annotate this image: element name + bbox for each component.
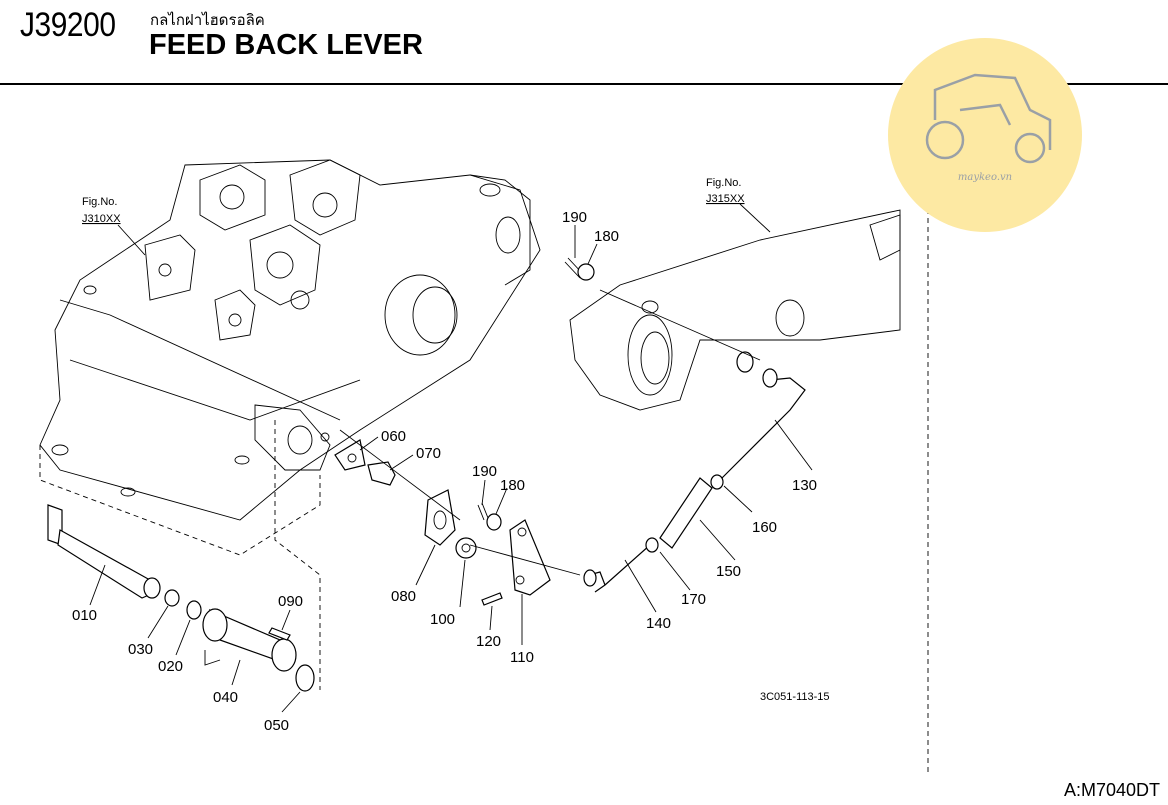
model-code: A:M7040DT bbox=[1063, 780, 1160, 800]
callout-180: 180 bbox=[500, 477, 525, 494]
callout-180-upper: 180 bbox=[594, 228, 619, 245]
plate-060 bbox=[334, 439, 366, 471]
washer-100 bbox=[455, 537, 477, 559]
header-divider bbox=[0, 83, 1168, 85]
callout-130: 130 bbox=[792, 477, 817, 494]
leader-lines bbox=[89, 203, 813, 713]
rod-130 bbox=[721, 351, 806, 479]
o-ring-020 bbox=[186, 600, 202, 620]
fig-ref-label-left: Fig.No. bbox=[82, 196, 117, 208]
callout-150: 150 bbox=[716, 563, 741, 580]
drawing-code: 3C051-113-15 bbox=[760, 691, 830, 703]
page-title: FEED BACK LEVER bbox=[149, 29, 423, 61]
bolt-070 bbox=[367, 461, 396, 486]
fig-ref-left[interactable]: J310XX bbox=[82, 213, 121, 225]
tractor-icon bbox=[925, 73, 1052, 164]
washer-180-upper bbox=[577, 263, 595, 281]
callout-190: 190 bbox=[472, 463, 497, 480]
fig-ref-label-right: Fig.No. bbox=[706, 177, 741, 189]
o-ring-050 bbox=[295, 664, 315, 692]
callout-010: 010 bbox=[72, 607, 97, 624]
nut-160 bbox=[710, 474, 724, 490]
nut-170 bbox=[645, 537, 659, 553]
callout-040: 040 bbox=[213, 689, 238, 706]
callout-050: 050 bbox=[264, 717, 289, 734]
callout-labels: 190 180 060 070 190 180 130 160 150 170 … bbox=[72, 209, 817, 734]
callout-170: 170 bbox=[681, 591, 706, 608]
part-group-code: J39200 bbox=[20, 6, 116, 44]
callout-110: 110 bbox=[510, 649, 534, 666]
callout-120: 120 bbox=[476, 633, 501, 650]
callout-080: 080 bbox=[391, 588, 416, 605]
watermark-circle bbox=[888, 38, 1082, 232]
callout-160: 160 bbox=[752, 519, 777, 536]
rod-140 bbox=[583, 544, 651, 593]
lift-arm-assembly bbox=[569, 209, 901, 411]
fig-ref-right[interactable]: J315XX bbox=[706, 193, 745, 205]
watermark-text: maykeo.vn bbox=[958, 172, 1012, 183]
collar-030 bbox=[164, 589, 180, 607]
pin-120 bbox=[481, 592, 503, 606]
lever-110 bbox=[509, 519, 551, 596]
watermark: maykeo.vn bbox=[888, 38, 1082, 232]
callout-070: 070 bbox=[416, 445, 441, 462]
washer-180 bbox=[486, 513, 502, 531]
callout-100: 100 bbox=[430, 611, 455, 628]
callout-020: 020 bbox=[158, 658, 183, 675]
callout-060: 060 bbox=[381, 428, 406, 445]
callout-090: 090 bbox=[278, 593, 303, 610]
plate-080 bbox=[424, 489, 456, 546]
thai-title: กลไกฝาไฮดรอลิค bbox=[150, 11, 265, 29]
shaft-010 bbox=[47, 504, 161, 599]
callout-190-upper: 190 bbox=[562, 209, 587, 226]
callout-140: 140 bbox=[646, 615, 671, 632]
key-090 bbox=[268, 627, 291, 641]
sleeve-040 bbox=[202, 608, 297, 672]
callout-030: 030 bbox=[128, 641, 153, 658]
pin-190 bbox=[477, 502, 489, 521]
turnbuckle-150 bbox=[659, 477, 713, 549]
hydraulic-cover-housing bbox=[39, 159, 541, 690]
